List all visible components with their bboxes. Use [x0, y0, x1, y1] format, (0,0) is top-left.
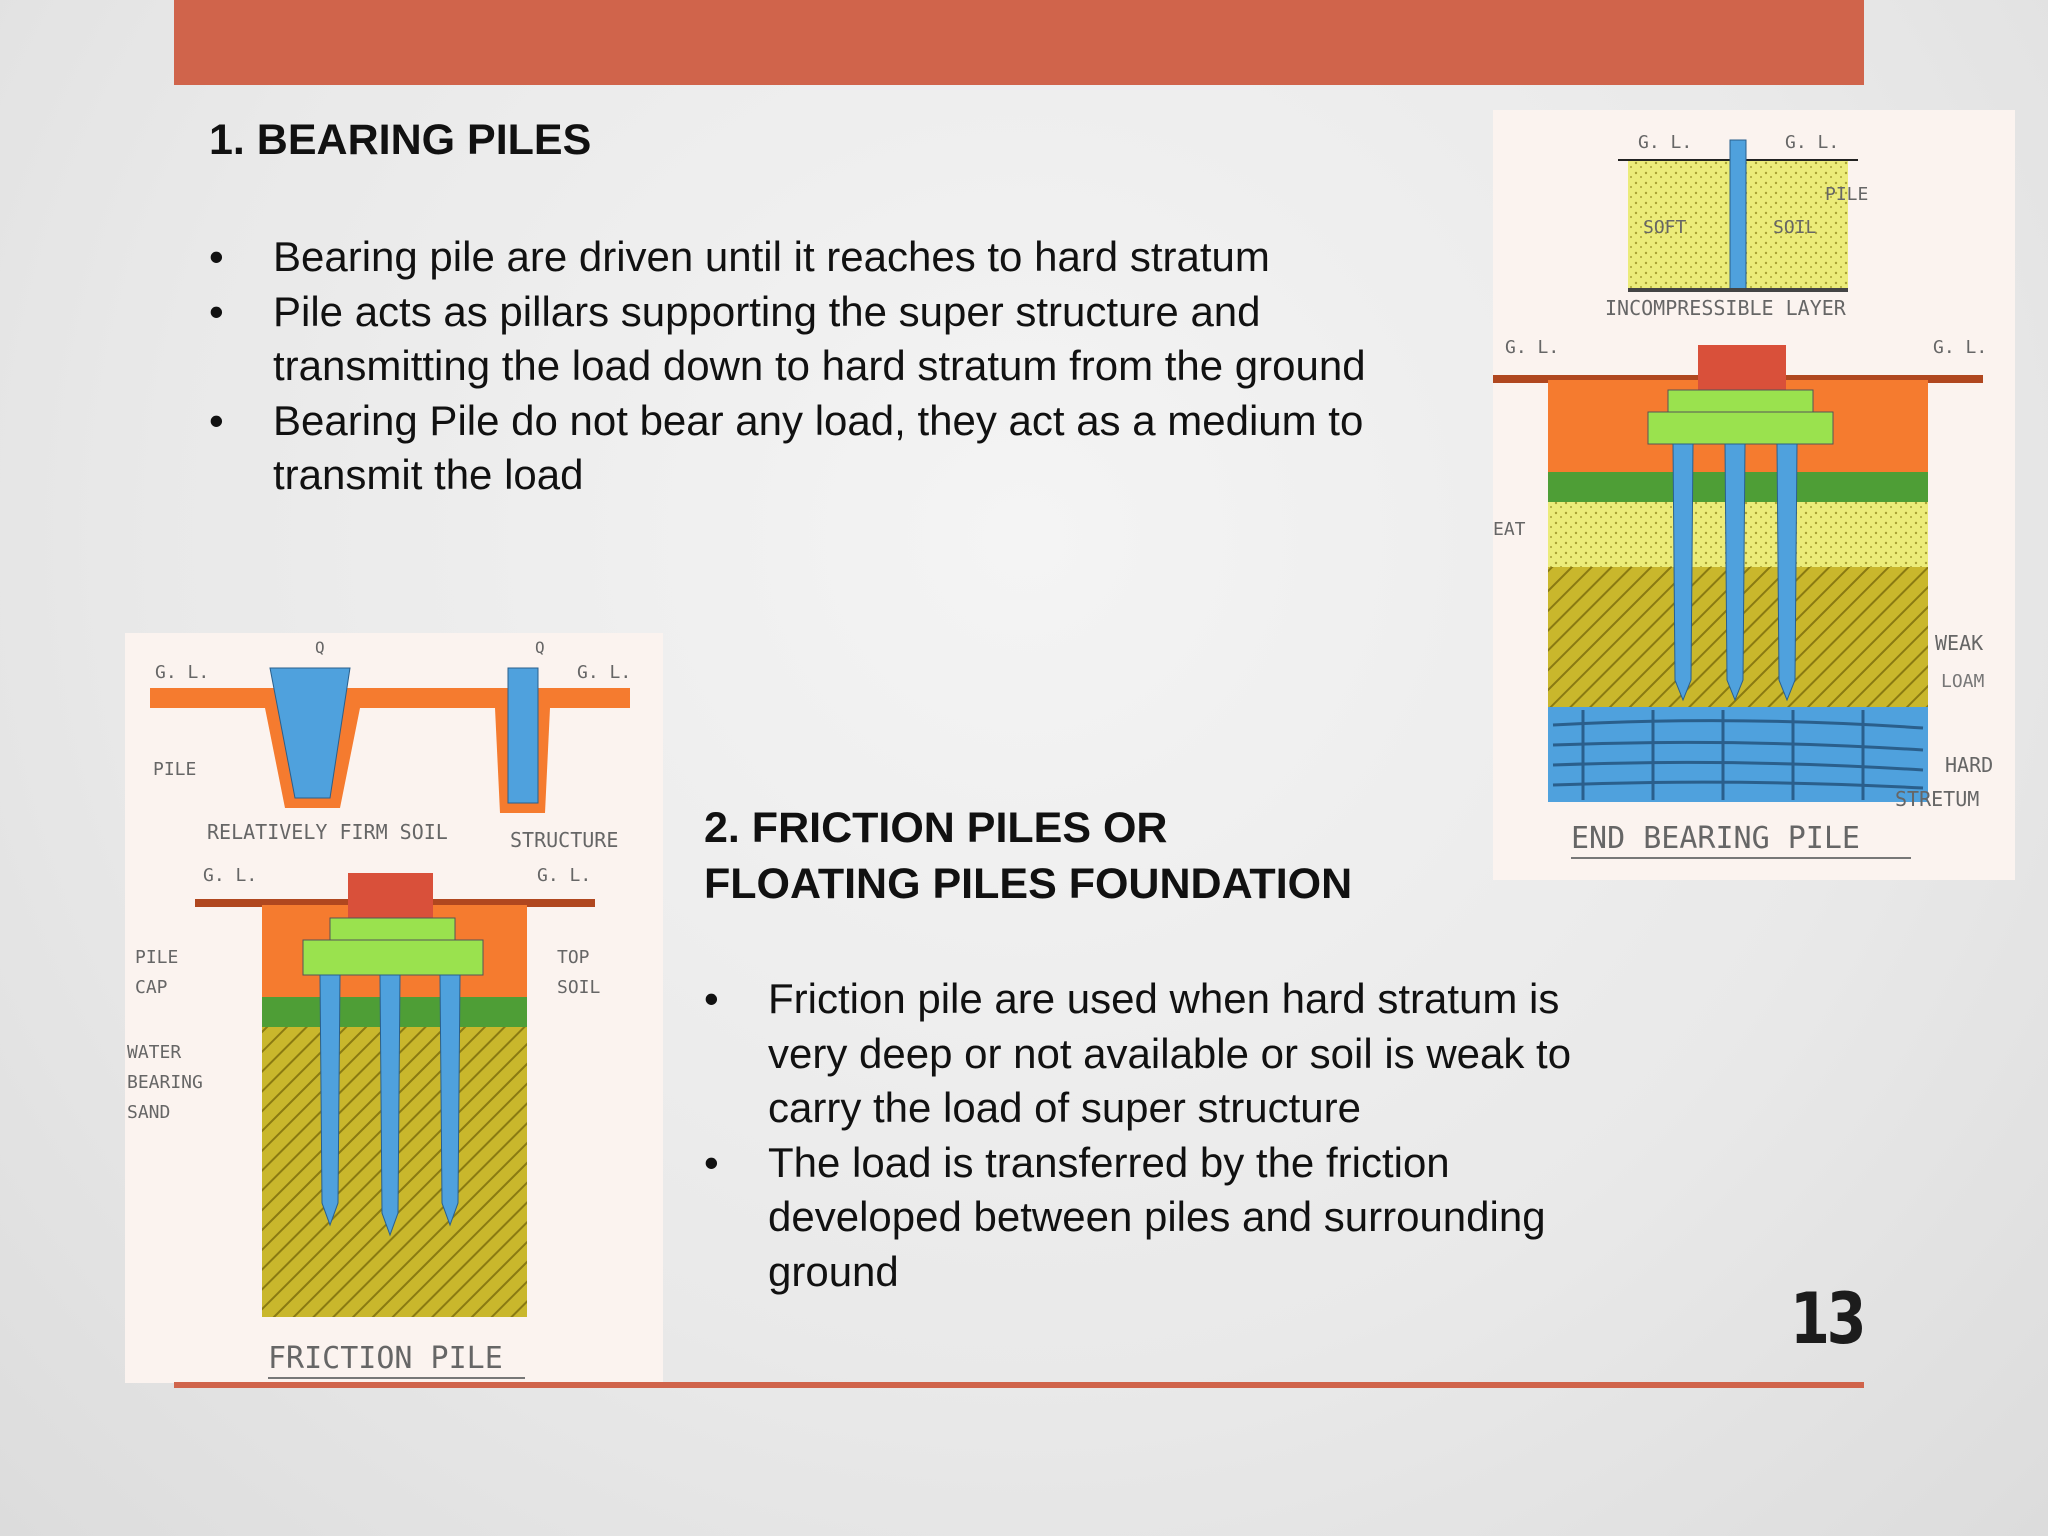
figure-caption: END BEARING PILE	[1571, 821, 1860, 856]
pile-label: PILE	[1825, 184, 1868, 205]
bearing-piles-bullets: •Bearing pile are driven until it reache…	[209, 230, 1449, 503]
water-bearing-sand-label: WATER	[127, 1042, 181, 1063]
loam-label: LOAM	[1941, 671, 1985, 692]
peat-label: EAT	[1493, 519, 1526, 540]
load-q-label: Q	[535, 638, 545, 657]
structure-label: STRUCTURE	[510, 828, 618, 852]
bottom-accent-rule	[174, 1382, 1864, 1388]
figure-caption: FRICTION PILE	[268, 1341, 503, 1376]
bullet-icon: •	[704, 1138, 719, 1186]
load-q-label: Q	[315, 638, 325, 657]
friction-pile-diagram: G. L. Q Q G. L. PILE RELATIVELY FIRM SOI…	[125, 633, 663, 1383]
top-soil-label: TOP	[557, 947, 590, 968]
list-item: •Pile acts as pillars supporting the sup…	[209, 285, 1449, 394]
bullet-icon: •	[209, 396, 224, 444]
bullet-icon: •	[704, 975, 719, 1022]
pile-cap-label: PILE	[135, 947, 178, 968]
end-bearing-pile-diagram: G. L. G. L. PILE SOFT SOIL INCOMPRESSIBL…	[1493, 110, 2015, 880]
bearing-piles-heading: 1. BEARING PILES	[209, 116, 592, 164]
bullet-icon: •	[209, 233, 224, 280]
list-item: •Bearing pile are driven until it reache…	[209, 230, 1449, 285]
water-bearing-sand-label: SAND	[127, 1102, 170, 1123]
gl-label: G. L.	[155, 662, 209, 683]
hard-label: HARD	[1945, 753, 1993, 777]
list-item: •Bearing Pile do not bear any load, they…	[209, 394, 1449, 503]
incompressible-layer-label: INCOMPRESSIBLE LAYER	[1605, 296, 1847, 320]
gl-label: G. L.	[1638, 132, 1692, 153]
bullet-icon: •	[209, 287, 224, 335]
soil-label: SOIL	[1773, 217, 1817, 238]
stratum-label: STRETUM	[1895, 787, 1979, 811]
list-item: •Friction pile are used when hard stratu…	[704, 972, 1574, 1136]
pile-cap-label: CAP	[135, 977, 168, 998]
friction-piles-bullets: •Friction pile are used when hard stratu…	[704, 972, 1574, 1299]
gl-label: G. L.	[203, 865, 257, 886]
firm-soil-label: RELATIVELY FIRM SOIL	[207, 820, 448, 844]
top-soil-label: SOIL	[557, 977, 601, 998]
gl-label: G. L.	[577, 662, 631, 683]
soft-label: SOFT	[1643, 217, 1687, 238]
gl-label: G. L.	[1785, 132, 1839, 153]
gl-label: G. L.	[1505, 337, 1559, 358]
list-item: •The load is transferred by the friction…	[704, 1136, 1574, 1300]
water-bearing-sand-label: BEARING	[127, 1072, 203, 1093]
gl-label: G. L.	[1933, 337, 1987, 358]
pile-label: PILE	[153, 759, 196, 780]
page-number: 13	[1790, 1278, 1867, 1360]
weak-label: WEAK	[1935, 631, 1983, 655]
gl-label: G. L.	[537, 865, 591, 886]
friction-piles-heading: 2. FRICTION PILES OR FLOATING PILES FOUN…	[704, 804, 1353, 908]
top-accent-bar	[174, 0, 1864, 85]
